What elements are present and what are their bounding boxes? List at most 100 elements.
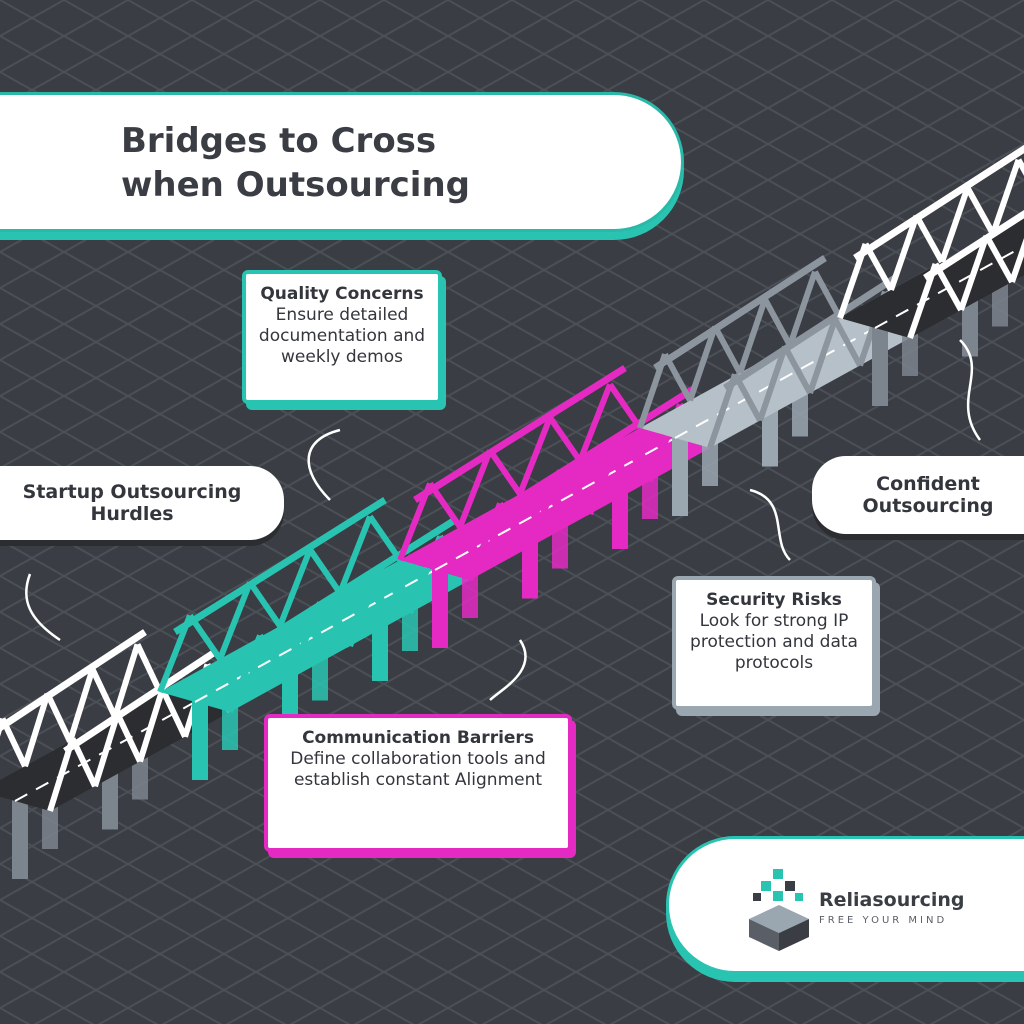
bridge-truss-magenta [547, 415, 583, 463]
curved-arrow-icon [959, 339, 982, 441]
bridge-truss-grey [812, 270, 843, 320]
bridge-truss-magenta [617, 435, 653, 483]
communication-barriers-box: Communication Barriers Define collaborat… [264, 714, 572, 852]
start-label-line-1: Startup Outsourcing [22, 481, 242, 503]
bridge-truss-teal [287, 601, 323, 681]
bridge-truss-end [853, 144, 1024, 261]
title-line-2: when Outsourcing [121, 165, 470, 205]
bridge-truss-magenta [457, 449, 493, 529]
bridge-truss-magenta [483, 385, 697, 523]
bridge-truss-teal [247, 580, 283, 628]
bridge-truss-grey [807, 318, 838, 394]
bridge-truss-end [964, 186, 996, 236]
communication-body: Define collaboration tools and establish… [290, 749, 546, 790]
bridge-truss-grey [787, 270, 818, 347]
bridge-truss-teal [257, 633, 293, 681]
bridge-truss-start [134, 643, 163, 694]
bridge-truss-magenta [527, 469, 563, 549]
bridge-truss-start [114, 712, 143, 763]
bridge-truss-end [1015, 158, 1024, 176]
bridge-truss-teal [337, 515, 373, 595]
bridge-truss-start [69, 737, 98, 788]
security-body: Look for strong IP protection and data p… [690, 611, 858, 673]
bridge-truss-end [923, 209, 1024, 281]
bridge-truss-teal [317, 600, 353, 648]
bridge-truss-end [862, 242, 894, 292]
bridge-truss-magenta [497, 501, 533, 549]
brand-name: Reliasourcing [819, 889, 965, 911]
quality-concerns-box: Quality Concerns Ensure detailed documen… [242, 270, 442, 404]
bridge-truss-teal [377, 567, 413, 615]
bridge-truss-start [89, 667, 118, 719]
bridge-truss-grey [707, 373, 738, 449]
bridge-truss-magenta [427, 481, 463, 529]
bridge-truss-start [63, 649, 217, 754]
bridge-truss-grey [687, 325, 718, 402]
bridge-truss-end [913, 214, 945, 264]
bridge-truss-magenta [487, 448, 523, 496]
bridge-truss-teal [243, 517, 457, 655]
bridge-truss-magenta [557, 468, 593, 516]
end-label: Confident Outsourcing [812, 456, 1024, 534]
security-heading: Security Risks [706, 590, 842, 610]
bridge-truss-start [0, 629, 147, 732]
bridge-truss-magenta [397, 482, 433, 562]
bridge-truss-grey [757, 345, 788, 422]
bridge-pillar-magenta [432, 558, 448, 648]
curved-arrow-icon [489, 639, 527, 701]
bridge-truss-teal [347, 568, 383, 648]
brand-tagline: FREE YOUR MIND [819, 915, 948, 926]
bridge-truss-grey [832, 317, 863, 367]
bridge-truss-end [1009, 237, 1024, 283]
bridge-truss-grey [732, 372, 763, 422]
bridge-truss-teal [277, 548, 313, 628]
bridge-truss-end [888, 214, 920, 291]
bridge-truss-start [22, 692, 51, 768]
curved-arrow-icon [749, 488, 791, 561]
bridge-truss-teal [367, 514, 403, 562]
bridge-truss-end [983, 234, 1015, 284]
bridge-truss-end [990, 158, 1022, 235]
curved-arrow-icon [25, 573, 61, 642]
bridge-truss-start [112, 643, 141, 718]
bridge-truss-magenta [467, 502, 503, 582]
start-label: Startup Outsourcing Hurdles [0, 466, 284, 540]
bridge-truss-end [837, 242, 869, 319]
bridge-truss-start [44, 692, 73, 743]
bridge-truss-end [939, 186, 971, 263]
end-label-line-1: Confident [876, 473, 980, 495]
title-banner: Bridges to Cross when Outsourcing [0, 92, 684, 232]
bridge-truss-teal [217, 581, 253, 661]
bridge-truss-teal [157, 614, 193, 694]
bridge-truss-start [92, 712, 121, 788]
bridge-pillar-start [12, 789, 28, 879]
bridge-truss-teal [307, 547, 343, 595]
bridge-truss-grey [712, 325, 743, 375]
brand-logo-icon [749, 869, 809, 951]
bridge-truss-magenta [607, 382, 643, 430]
quality-body: Ensure detailed documentation and weekly… [258, 305, 426, 367]
bridge-truss-start [159, 687, 188, 739]
bridge-truss-teal [187, 613, 223, 661]
bridge-truss-grey [723, 275, 897, 391]
title-line-1: Bridges to Cross [121, 121, 437, 161]
start-label-line-2: Hurdles [90, 503, 174, 525]
quality-heading: Quality Concerns [260, 284, 424, 304]
bridge-pillar-teal [192, 690, 208, 780]
bridge-truss-grey [637, 353, 668, 429]
bridge-truss-magenta [413, 365, 627, 503]
bridge-truss-end [958, 234, 990, 311]
end-label-line-2: Outsourcing [862, 495, 994, 517]
bridge-deck-magenta [400, 428, 710, 580]
communication-heading: Communication Barriers [302, 728, 534, 748]
bridge-truss-magenta [577, 383, 613, 463]
bridge-truss-teal [227, 634, 263, 714]
security-risks-box: Security Risks Look for strong IP protec… [672, 576, 876, 710]
bridge-truss-magenta [587, 436, 623, 516]
bridge-truss-grey [762, 297, 793, 347]
bridge-truss-start [137, 688, 166, 763]
bridge-truss-teal [173, 497, 387, 635]
curved-arrow-icon [307, 428, 341, 501]
bridge-truss-end [907, 262, 939, 339]
bridge-pillar-grey [672, 426, 688, 516]
